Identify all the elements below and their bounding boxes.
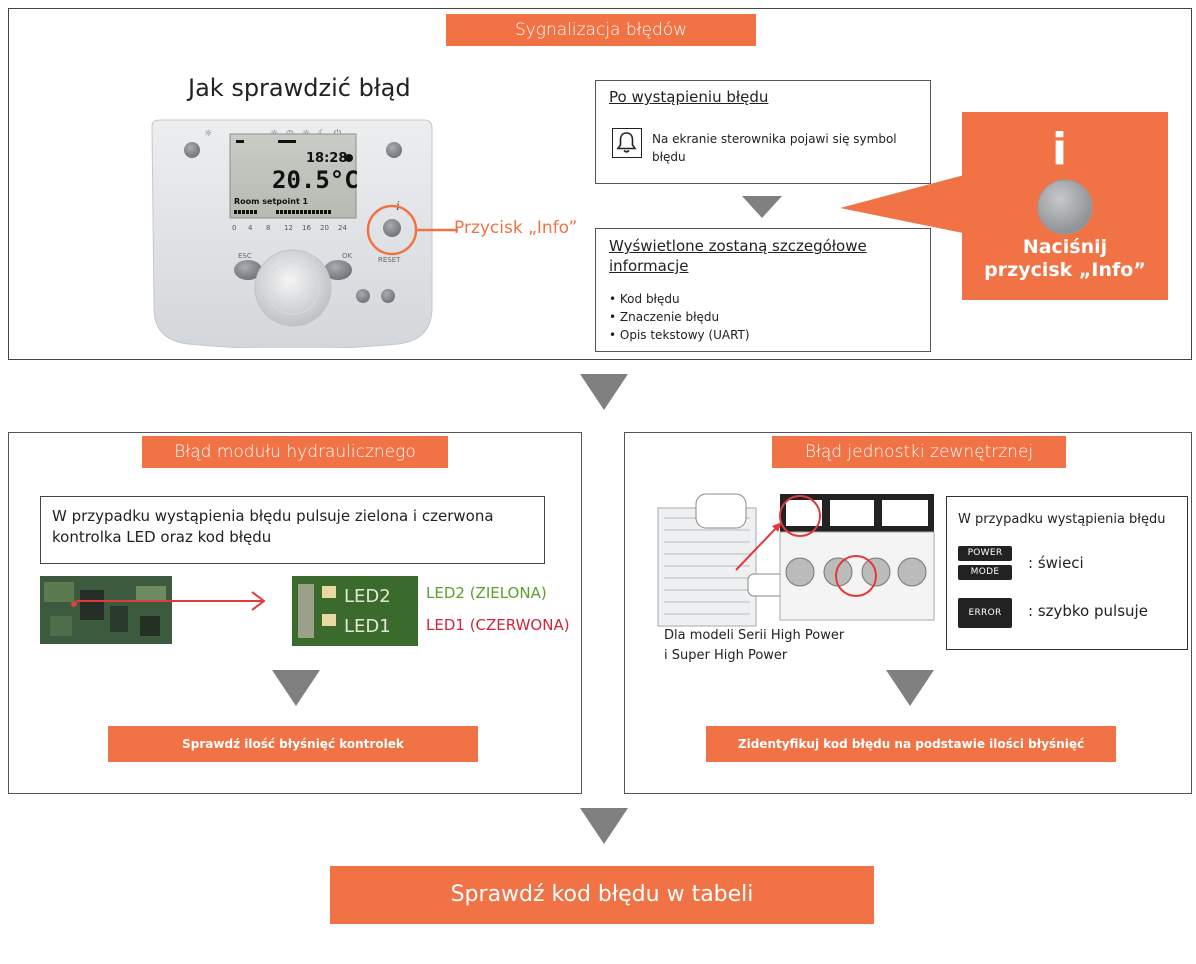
svg-text:12: 12 — [284, 224, 293, 232]
svg-text:20: 20 — [320, 224, 329, 232]
flow-arrow-final — [580, 808, 628, 844]
error-key-badge: ERROR — [958, 598, 1012, 628]
svg-text:RESET: RESET — [378, 256, 401, 264]
error-occurs-text: Na ekranie sterownika pojawi się symbol … — [652, 132, 897, 164]
section-header-errors: Sygnalizacja błędów — [446, 14, 756, 46]
flow-arrow-left — [272, 670, 320, 706]
section-header-hydraulic: Błąd modułu hydraulicznego — [142, 436, 448, 468]
svg-text:18:28: 18:28 — [306, 151, 347, 166]
svg-text:16: 16 — [302, 224, 311, 232]
flow-arrow-1 — [580, 374, 628, 410]
outdoor-legend-title: W przypadku wystąpienia błędu — [958, 512, 1166, 527]
controller-image: ☼☼◷☼☾⏻ 18:28 20.5°C Room setpoint 1 0481… — [151, 119, 433, 348]
info-panel-pointer — [840, 174, 968, 234]
details-list: • Kod błędu • Znaczenie błędu • Opis tek… — [609, 290, 750, 344]
list-item: • Opis tekstowy (UART) — [609, 328, 750, 342]
flow-arrow-right — [886, 670, 934, 706]
info-button-icon — [1037, 179, 1093, 235]
led-closeup-image: LED2 LED1 — [292, 576, 418, 646]
details-box — [595, 228, 931, 352]
led1-label: LED1 (CZERWONA) — [426, 616, 570, 634]
svg-text:0: 0 — [232, 224, 236, 232]
info-panel-label: Naciśnij przycisk „Info” — [984, 236, 1146, 281]
info-button-highlight — [366, 204, 458, 256]
flow-arrow-small — [742, 196, 782, 218]
details-title: Wyświetlone zostaną szczegółowe informac… — [609, 237, 867, 275]
error-occurs-title: Po wystąpieniu błędu — [609, 88, 769, 106]
svg-text:LED1: LED1 — [344, 616, 391, 637]
left-title: Jak sprawdzić błąd — [188, 74, 411, 102]
bell-icon — [612, 128, 642, 158]
list-item: • Kod błędu — [609, 292, 680, 306]
error-desc: : szybko pulsuje — [1028, 602, 1148, 620]
svg-text:24: 24 — [338, 224, 347, 232]
svg-text:LED2: LED2 — [344, 586, 391, 607]
info-button-label: Przycisk „Info” — [454, 218, 578, 238]
error-occurs-box — [595, 80, 931, 184]
power-key-badge: POWER — [958, 546, 1012, 561]
outdoor-unit-image — [657, 493, 935, 627]
pcb-pointer-arrow — [76, 591, 266, 611]
svg-text:8: 8 — [266, 224, 270, 232]
hydraulic-note — [40, 496, 545, 564]
pcb-image — [40, 576, 172, 644]
svg-text:Room setpoint 1: Room setpoint 1 — [234, 197, 309, 206]
list-item: • Znaczenie błędu — [609, 310, 720, 324]
action-identify-code: Zidentyfikuj kod błędu na podstawie iloś… — [706, 726, 1116, 762]
hydraulic-note-text: W przypadku wystąpienia błędu pulsuje zi… — [52, 507, 494, 546]
svg-text:OK: OK — [342, 252, 353, 260]
power-mode-desc: : świeci — [1028, 554, 1084, 572]
led2-label: LED2 (ZIELONA) — [426, 584, 547, 602]
section-header-outdoor: Błąd jednostki zewnętrznej — [772, 436, 1066, 468]
mode-key-badge: MODE — [958, 565, 1012, 580]
action-check-flashes: Sprawdź ilość błyśnięć kontrolek — [108, 726, 478, 762]
info-glyph: i — [1052, 124, 1068, 175]
svg-text:20.5°C: 20.5°C — [272, 166, 359, 194]
svg-text:ESC: ESC — [238, 252, 252, 260]
svg-text:☼: ☼ — [204, 129, 212, 139]
outdoor-caption: Dla modeli Serii High Power i Super High… — [664, 628, 845, 663]
svg-text:4: 4 — [248, 224, 253, 232]
final-check-table: Sprawdź kod błędu w tabeli — [330, 866, 874, 924]
